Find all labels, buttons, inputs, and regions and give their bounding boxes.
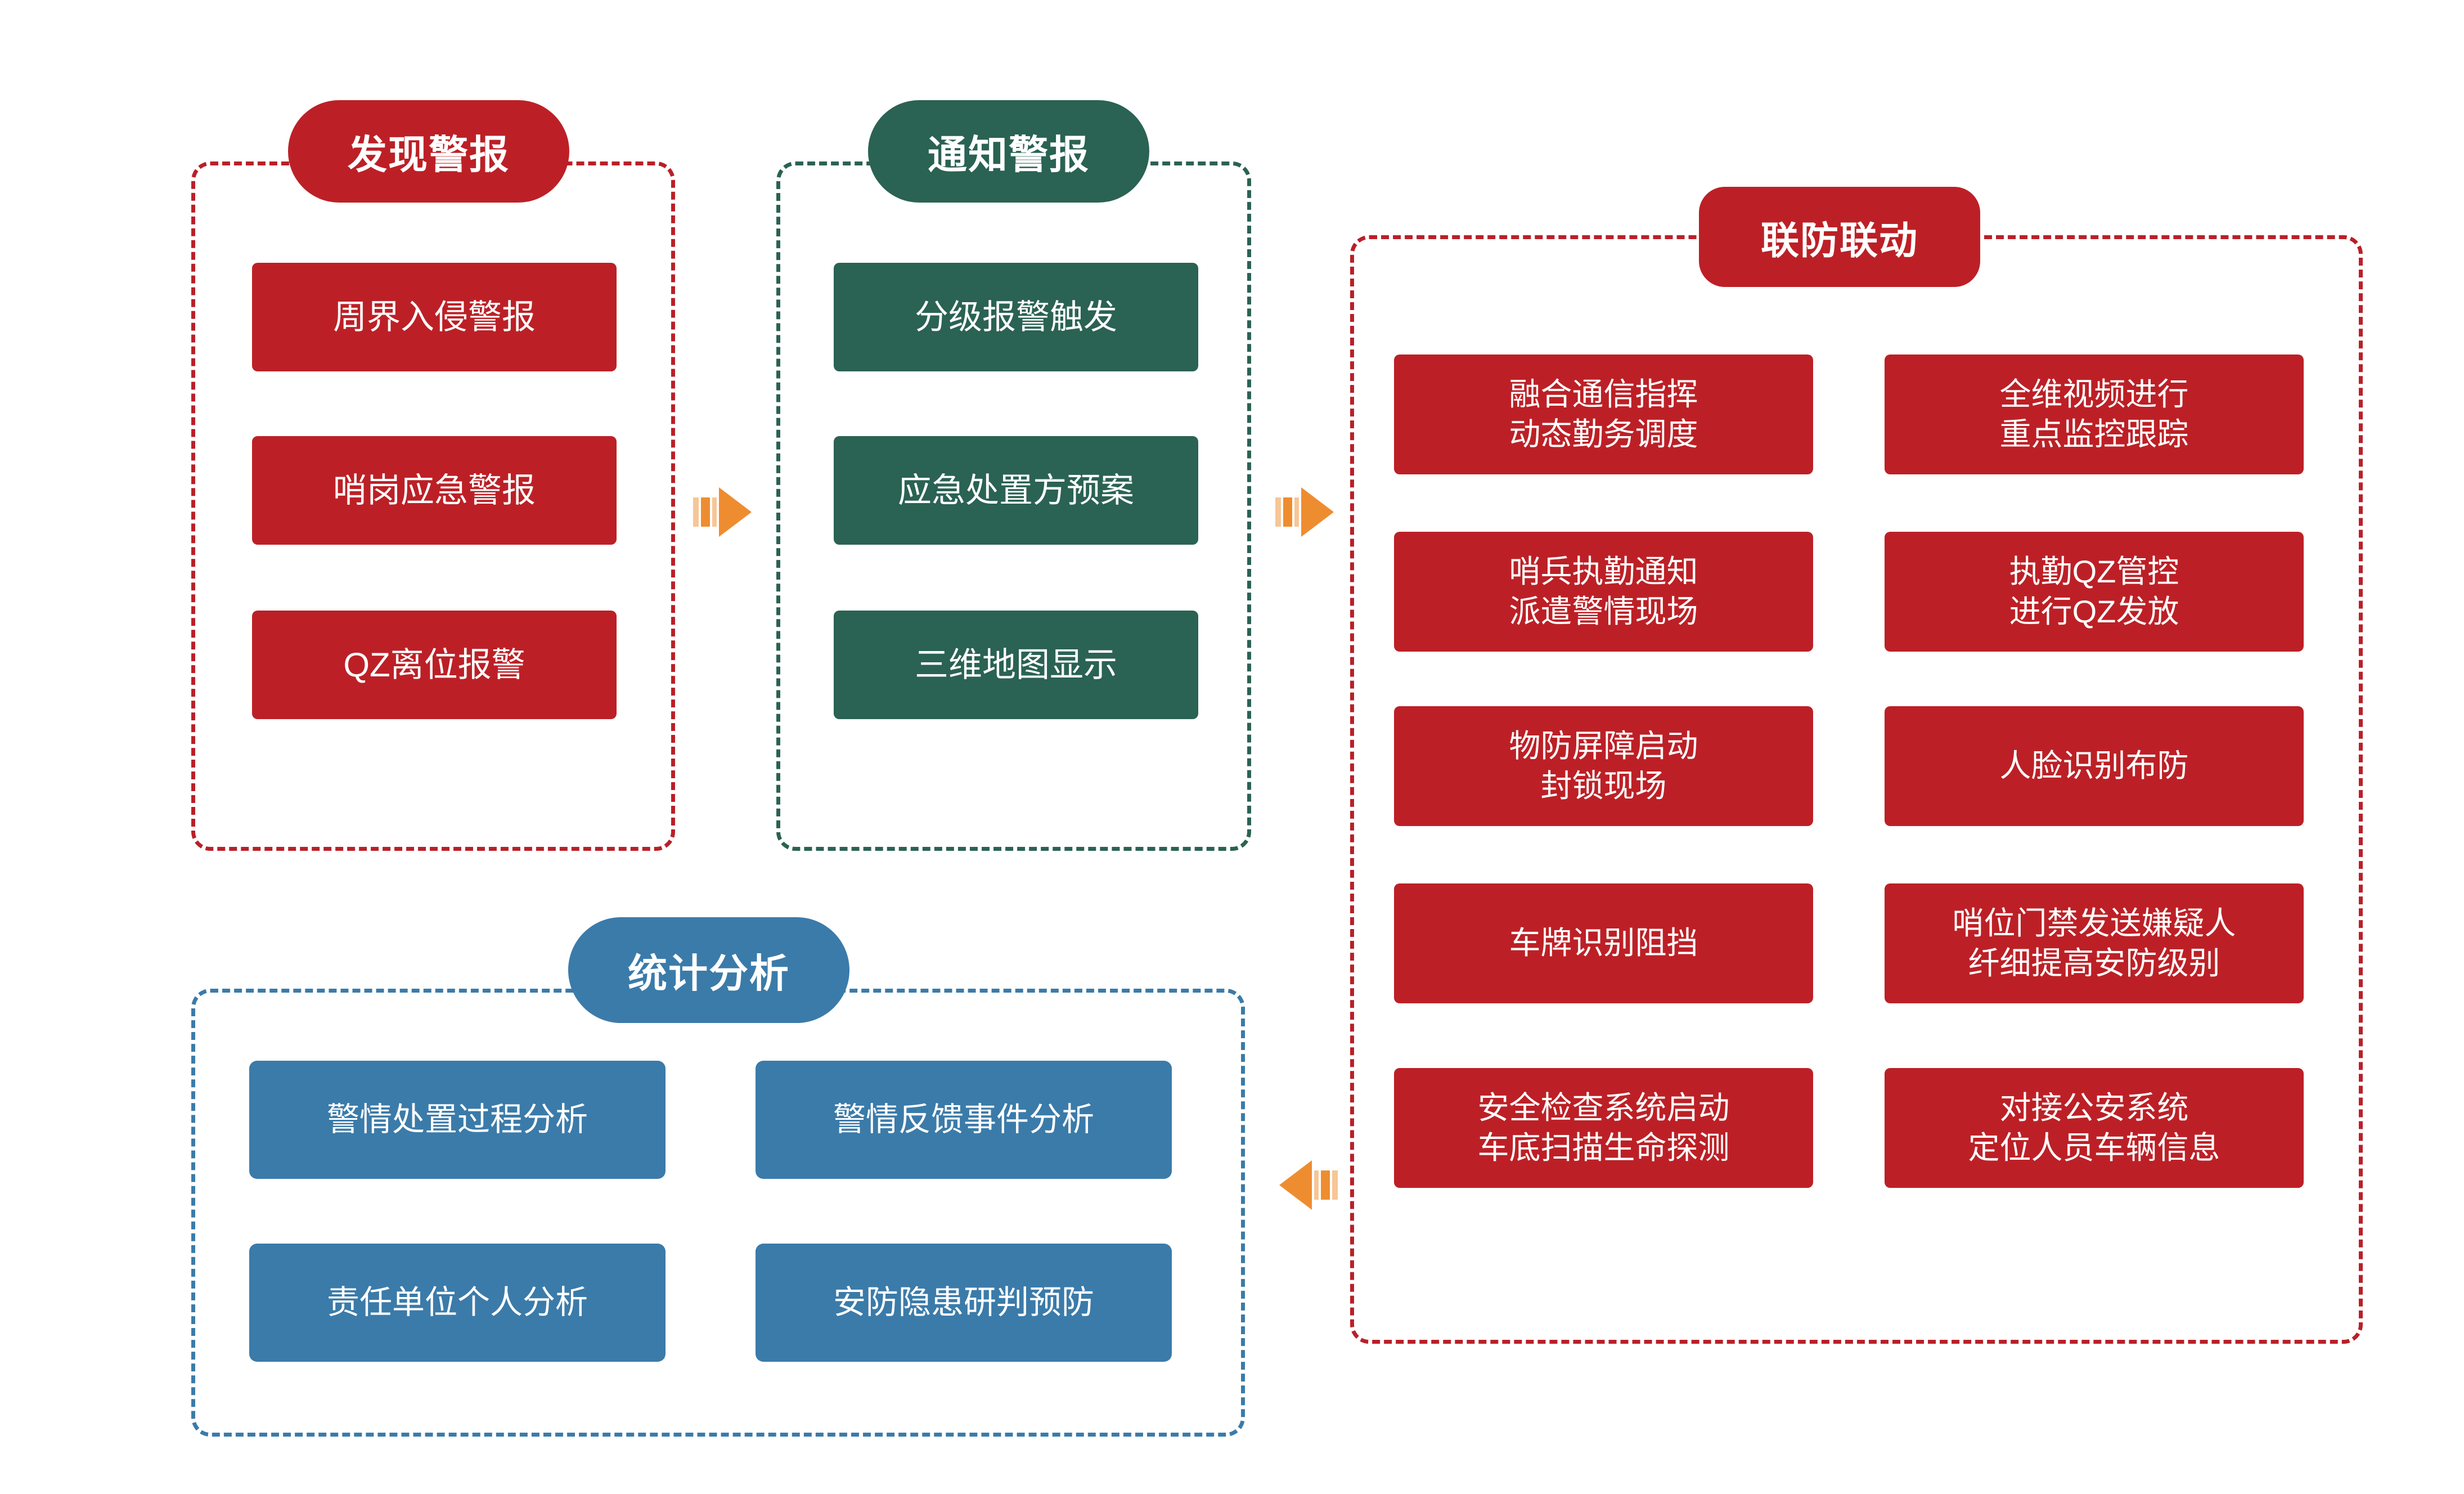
item-line: 定位人员车辆信息 bbox=[1968, 1129, 2220, 1165]
item-box-security-check-scan[interactable]: 安全检查系统启动 车底扫描生命探测 bbox=[1394, 1068, 1813, 1188]
item-line: 应急处置方预案 bbox=[898, 471, 1134, 509]
arrow-discover-to-notify-icon bbox=[693, 485, 753, 539]
item-line: 执勤QZ管控 bbox=[2009, 553, 2179, 589]
item-line: 全维视频进行 bbox=[1999, 376, 2189, 412]
group-header-joint-defense[interactable]: 联防联动 bbox=[1699, 187, 1980, 287]
item-box-responsible-unit-person-analysis[interactable]: 责任单位个人分析 bbox=[249, 1244, 666, 1362]
item-line: QZ离位报警 bbox=[343, 645, 525, 684]
item-box-perimeter-intrusion-alarm[interactable]: 周界入侵警报 bbox=[252, 263, 617, 371]
group-panel-statistics-analysis bbox=[191, 989, 1245, 1437]
item-line: 分级报警触发 bbox=[915, 298, 1117, 336]
item-box-physical-barrier-lockdown[interactable]: 物防屏障启动 封锁现场 bbox=[1394, 706, 1813, 826]
group-header-label-notify-alarm: 通知警报 bbox=[928, 132, 1090, 177]
item-box-fusion-comm-command[interactable]: 融合通信指挥 动态勤务调度 bbox=[1394, 355, 1813, 474]
item-box-omni-video-tracking[interactable]: 全维视频进行 重点监控跟踪 bbox=[1885, 355, 2304, 474]
group-header-statistics-analysis[interactable]: 统计分析 bbox=[568, 917, 849, 1023]
item-line: 动态勤务调度 bbox=[1509, 416, 1698, 452]
item-box-public-security-integration[interactable]: 对接公安系统 定位人员车辆信息 bbox=[1885, 1068, 2304, 1188]
item-line: 物防屏障启动 bbox=[1509, 728, 1698, 764]
item-line: 人脸识别布防 bbox=[1999, 748, 2189, 784]
item-line: 警情处置过程分析 bbox=[326, 1101, 588, 1138]
item-line: 安防隐患研判预防 bbox=[833, 1284, 1094, 1321]
item-box-plate-recognition-block[interactable]: 车牌识别阻挡 bbox=[1394, 883, 1813, 1003]
item-box-emergency-response-plan[interactable]: 应急处置方预案 bbox=[834, 436, 1198, 545]
item-box-alarm-feedback-event-analysis[interactable]: 警情反馈事件分析 bbox=[756, 1061, 1172, 1179]
item-line: 车底扫描生命探测 bbox=[1477, 1129, 1730, 1165]
item-line: 重点监控跟踪 bbox=[1999, 416, 2189, 452]
item-box-face-recognition-deploy[interactable]: 人脸识别布防 bbox=[1885, 706, 2304, 826]
group-header-label-joint-defense: 联防联动 bbox=[1760, 219, 1918, 262]
arrow-notify-to-joint-icon bbox=[1275, 485, 1335, 539]
item-box-duty-qz-control[interactable]: 执勤QZ管控 进行QZ发放 bbox=[1885, 532, 2304, 652]
group-header-discover-alarm[interactable]: 发现警报 bbox=[288, 100, 569, 203]
item-line: 纤细提高安防级别 bbox=[1968, 945, 2220, 981]
group-header-notify-alarm[interactable]: 通知警报 bbox=[868, 100, 1149, 203]
item-line: 进行QZ发放 bbox=[2009, 593, 2179, 629]
item-line: 融合通信指挥 bbox=[1509, 376, 1698, 412]
item-box-graded-alarm-trigger[interactable]: 分级报警触发 bbox=[834, 263, 1198, 371]
item-box-3d-map-display[interactable]: 三维地图显示 bbox=[834, 611, 1198, 719]
item-box-security-risk-prevention[interactable]: 安防隐患研判预防 bbox=[756, 1244, 1172, 1362]
item-box-sentry-duty-notice[interactable]: 哨兵执勤通知 派遣警情现场 bbox=[1394, 532, 1813, 652]
item-line: 派遣警情现场 bbox=[1509, 593, 1698, 629]
item-line: 封锁现场 bbox=[1540, 768, 1667, 804]
item-line: 哨兵执勤通知 bbox=[1509, 553, 1698, 589]
item-line: 安全检查系统启动 bbox=[1477, 1089, 1730, 1125]
item-line: 哨位门禁发送嫌疑人 bbox=[1952, 905, 2236, 941]
item-line: 周界入侵警报 bbox=[333, 298, 536, 336]
item-line: 责任单位个人分析 bbox=[326, 1284, 588, 1321]
arrow-joint-to-statistics-icon bbox=[1278, 1158, 1338, 1212]
item-box-alarm-handling-process-analysis[interactable]: 警情处置过程分析 bbox=[249, 1061, 666, 1179]
item-line: 哨岗应急警报 bbox=[333, 471, 536, 509]
group-header-label-statistics-analysis: 统计分析 bbox=[628, 951, 790, 995]
group-header-label-discover-alarm: 发现警报 bbox=[348, 132, 510, 177]
item-line: 三维地图显示 bbox=[915, 645, 1117, 684]
item-line: 车牌识别阻挡 bbox=[1509, 925, 1698, 961]
item-box-sentry-emergency-alarm[interactable]: 哨岗应急警报 bbox=[252, 436, 617, 545]
item-line: 对接公安系统 bbox=[1999, 1089, 2189, 1125]
item-box-qz-offpost-alarm[interactable]: QZ离位报警 bbox=[252, 611, 617, 719]
item-box-post-access-suspect-alert[interactable]: 哨位门禁发送嫌疑人 纤细提高安防级别 bbox=[1885, 883, 2304, 1003]
item-line: 警情反馈事件分析 bbox=[833, 1101, 1094, 1138]
